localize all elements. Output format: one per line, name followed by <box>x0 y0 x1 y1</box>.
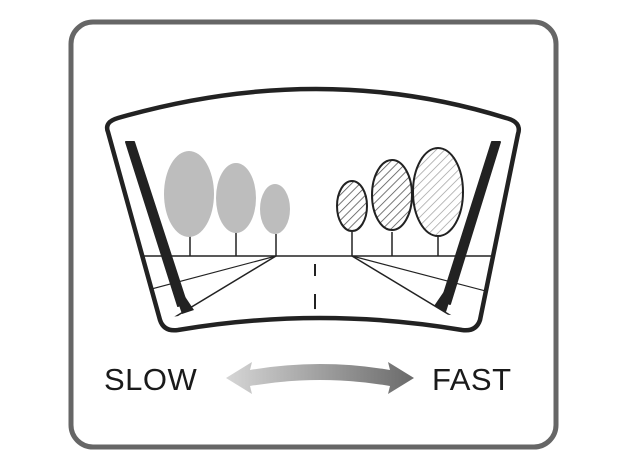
wiper-right <box>434 141 501 312</box>
fast-label: FAST <box>432 362 512 397</box>
tree-rain <box>371 159 413 256</box>
speed-arrow-icon <box>226 362 414 394</box>
tree-rain <box>412 147 464 256</box>
windshield-outline <box>104 86 521 333</box>
tree-rain <box>336 180 368 256</box>
road-right-edge <box>351 255 459 318</box>
tree-clear <box>216 163 256 256</box>
wiper-left <box>125 141 194 314</box>
tree-clear <box>260 184 290 256</box>
tree-clear <box>164 151 214 256</box>
slow-label: SLOW <box>104 362 198 397</box>
